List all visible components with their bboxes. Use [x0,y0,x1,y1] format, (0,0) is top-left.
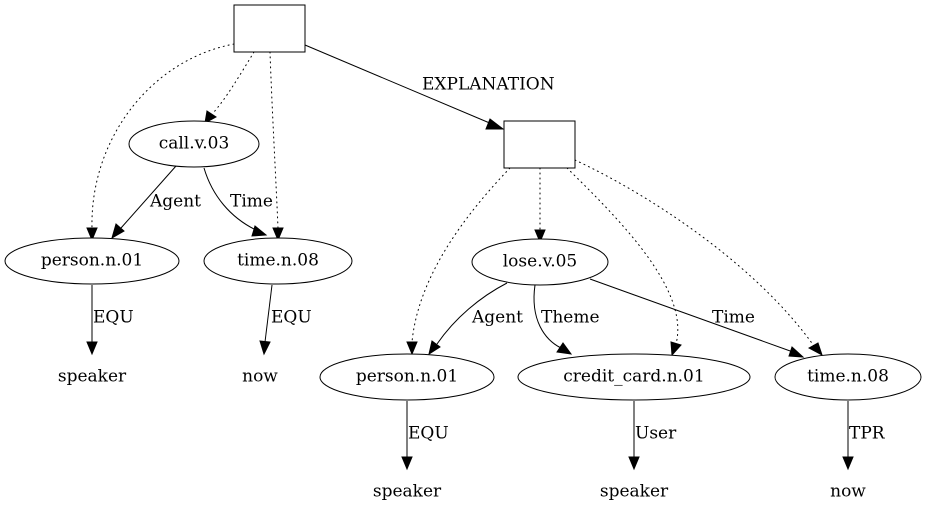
arrowhead [272,227,284,242]
arrowhead [204,110,217,124]
edge-label-time1: Time [230,192,273,212]
arrowhead [807,342,823,357]
explanation-box [503,120,576,169]
arrowhead [259,340,271,356]
arrowhead [788,346,805,358]
edge-label-equ2: EQU [271,308,312,328]
edge-call-to-person1 [120,165,177,229]
arrowhead [111,223,125,240]
edge-label-equ1: EQU [93,308,134,328]
node-person2-label: person.n.01 [356,367,458,387]
arrowhead [86,341,98,356]
edge-label-user: User [635,424,677,444]
arrowhead [628,456,640,471]
node-speaker3: speaker [600,482,669,502]
arrowhead [842,456,854,471]
node-credit-card-label: credit_card.n.01 [563,367,704,387]
node-person1 [4,237,180,285]
arrowhead [534,229,546,244]
arrowhead [401,456,413,471]
arrowhead [86,227,98,242]
edge-top-to-call [212,51,255,114]
edge-lose-to-person2 [436,282,508,345]
arrowhead [556,342,573,355]
node-lose-label: lose.v.05 [503,252,577,272]
edge-expl-to-time2 [574,159,815,347]
node-lose [471,238,609,286]
edge-top-to-explanation [304,44,493,125]
node-time1 [203,237,353,285]
node-call [128,120,260,168]
edge-top-to-time1 [269,51,279,229]
edge-label-theme: Theme [541,308,600,328]
edge-top-to-person1 [91,43,235,229]
node-time2-label: time.n.08 [807,367,889,387]
edge-call-to-time1 [203,167,259,232]
top-box [233,4,306,53]
edge-label-tpr: TPR [849,424,886,444]
edge-label-explanation: EXPLANATION [422,75,555,95]
arrowhead [428,340,441,356]
node-person1-label: person.n.01 [41,251,143,271]
edge-label-equ3: EQU [408,424,449,444]
edge-label-agent1: Agent [149,192,201,212]
node-now1: now [242,367,278,387]
node-speaker2: speaker [373,482,442,502]
node-credit-card [517,353,751,401]
edge-time1-to-now [264,284,273,343]
edge-label-time2: Time [712,308,755,328]
arrowhead [251,225,268,237]
node-time1-label: time.n.08 [237,251,319,271]
node-person2 [319,353,495,401]
arrowhead [670,341,682,357]
arrowhead [485,118,505,130]
node-time2 [774,353,922,401]
node-speaker1: speaker [58,367,127,387]
edge-lose-to-credit-card [533,284,562,349]
arrowhead [406,341,418,356]
edge-expl-to-person2 [411,167,511,343]
edge-lose-to-time2 [589,278,794,353]
node-call-label: call.v.03 [159,134,230,154]
edge-label-agent2: Agent [471,308,523,328]
node-now2: now [830,482,866,502]
